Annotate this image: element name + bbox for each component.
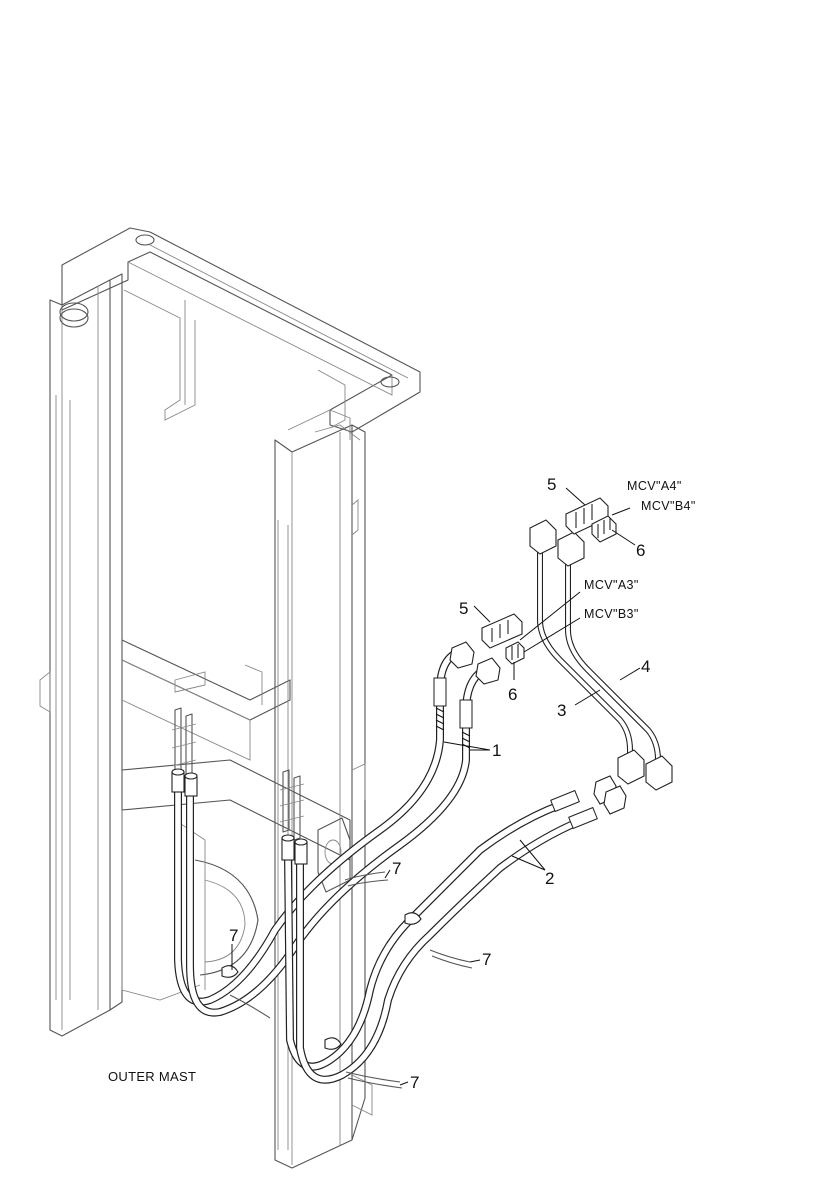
- adapter-6-upper: [591, 515, 617, 543]
- pipe-3: [529, 519, 645, 785]
- callout-6-lower: 6: [508, 685, 517, 704]
- adapter-5-lower: [481, 613, 523, 649]
- callout-7-d: 7: [410, 1073, 419, 1092]
- outer-mast-frame: [39, 227, 421, 1169]
- callout-7-b: 7: [482, 950, 491, 969]
- label-mcv-b4: MCV"B4": [641, 499, 696, 513]
- callout-2: 2: [545, 869, 554, 888]
- pipe-4: [557, 531, 673, 791]
- leader-lines: [231, 487, 641, 1086]
- port-labels: MCV"A4" MCV"B4" MCV"A3" MCV"B3": [584, 479, 696, 621]
- callout-5-lower: 5: [459, 599, 468, 618]
- label-mcv-a4: MCV"A4": [627, 479, 682, 493]
- label-mcv-b3: MCV"B3": [584, 607, 639, 621]
- callout-3: 3: [557, 701, 566, 720]
- callout-7-a: 7: [392, 859, 401, 878]
- callout-6-upper: 6: [636, 541, 645, 560]
- callout-labels: 1 2 3 4 5 5 6 6 7 7 7 7: [229, 475, 650, 1092]
- callout-7-c: 7: [229, 926, 238, 945]
- callout-1: 1: [492, 741, 501, 760]
- cable-ties: [221, 871, 473, 1089]
- adapter-6-lower: [505, 641, 525, 665]
- hose-assembly-2: [281, 775, 627, 1084]
- callout-4: 4: [641, 657, 650, 676]
- callout-5-upper: 5: [547, 475, 556, 494]
- outer-mast-caption: OUTER MAST: [108, 1069, 196, 1084]
- label-mcv-a3: MCV"A3": [584, 578, 639, 592]
